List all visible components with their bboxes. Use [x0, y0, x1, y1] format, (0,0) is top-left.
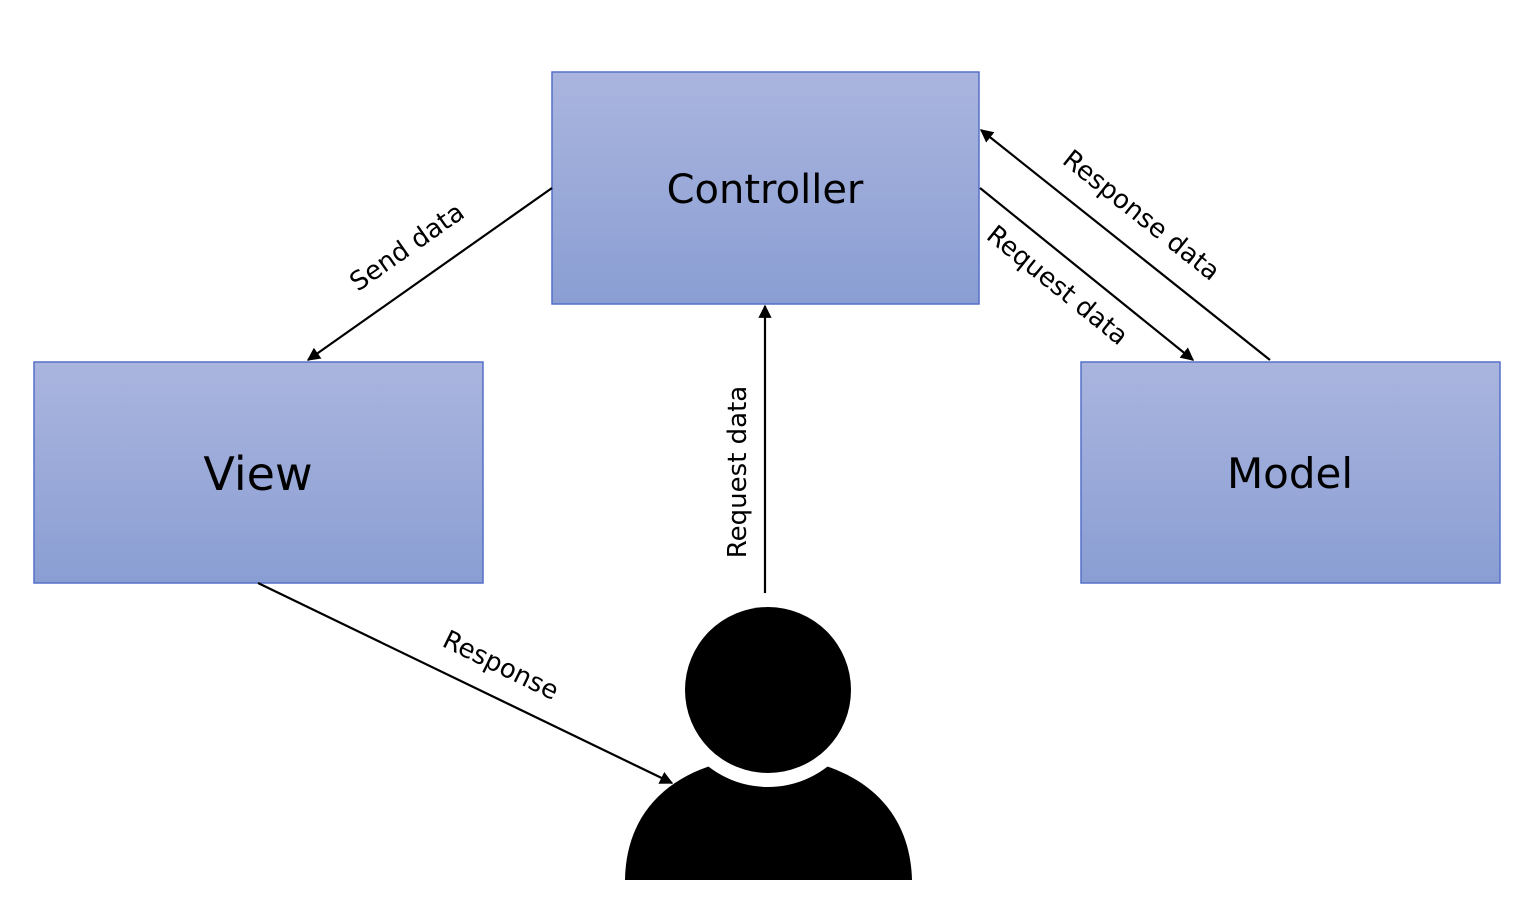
- model-label: Model: [1227, 449, 1353, 498]
- request-data-model-label: Request data: [981, 220, 1134, 352]
- request-data-user-label: Request data: [723, 386, 753, 558]
- controller-label: Controller: [667, 167, 864, 213]
- response-label: Response: [438, 625, 563, 707]
- user-icon: [625, 593, 912, 880]
- response-data-arrow: [979, 129, 1271, 361]
- view-node: View: [33, 361, 484, 584]
- response-arrow: [257, 582, 674, 784]
- response-data-label: Response data: [1057, 144, 1226, 287]
- request-data-model-arrow: [979, 187, 1195, 361]
- model-node: Model: [1080, 361, 1501, 584]
- controller-node: Controller: [551, 71, 980, 305]
- send-data-arrow: [306, 187, 553, 361]
- view-label: View: [203, 447, 312, 501]
- send-data-label: Send data: [345, 197, 471, 297]
